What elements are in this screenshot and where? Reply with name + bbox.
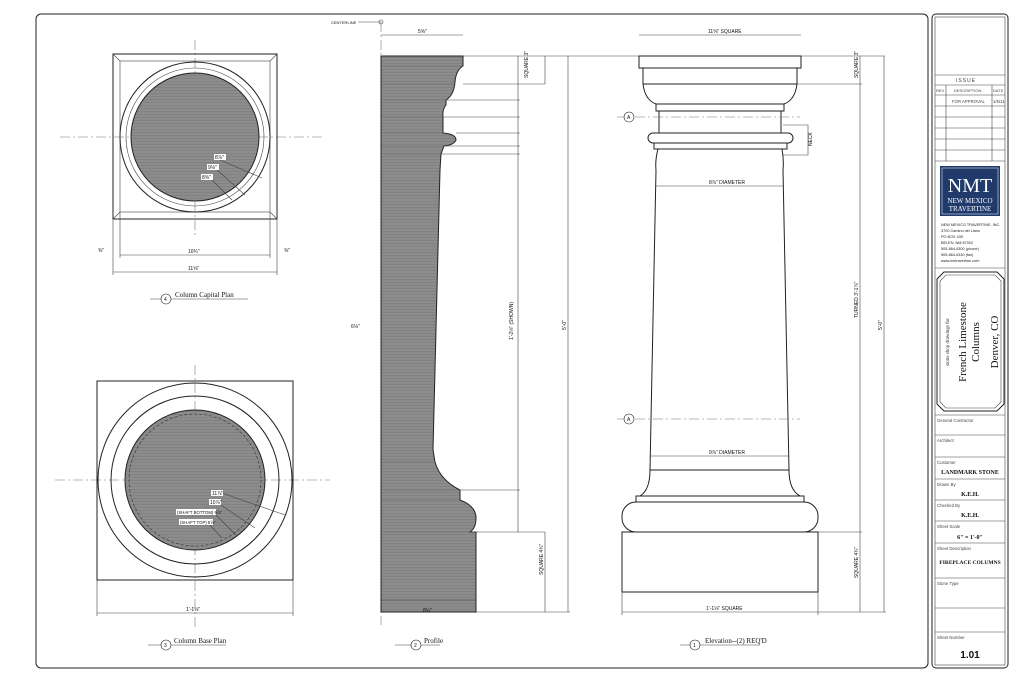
- elevation-dim: 11⅝" SQUARE: [708, 29, 742, 35]
- elevation-dim: SQUARE 4¾": [854, 547, 860, 578]
- capital-dim: 10¾": [188, 249, 200, 255]
- profile-dim: 6⅛": [351, 324, 360, 330]
- field-value-checked-by: K.E.H.: [961, 513, 979, 519]
- base-callout: (SHAFT BOTTOM) 9⅞": [177, 510, 223, 515]
- company-line: www.nmtravertine.com: [941, 259, 979, 263]
- field-label-sheet-scale: Sheet Scale: [937, 524, 961, 529]
- field-value-sheet-description: FIREPLACE COLUMNS: [939, 560, 1000, 566]
- profile-dim: 1'-2⅛" (SHOWN): [509, 302, 515, 340]
- profile-dim: 5⅝": [418, 29, 427, 35]
- sheet-number-label: Sheet Number: [937, 635, 965, 640]
- project-name-line1: French Limestone: [957, 302, 969, 382]
- company-line: 505-864-6330 (fax): [941, 253, 974, 257]
- elevation-title: Elevation--(2) REQ'D: [705, 637, 767, 645]
- drawing-border: [35, 13, 929, 669]
- profile-dim: 8¼": [423, 608, 432, 614]
- elevation-dim: NECK: [808, 131, 814, 146]
- centerline-label: CENTERLINE: [331, 20, 357, 25]
- profile-number: 2: [414, 643, 417, 649]
- column-capital-plan: 8⅞" 9⅛" 8⅝" 10¾" 11⅝" ⅜" ⅜" 4 Column Cap…: [60, 40, 325, 305]
- column-elevation: 11⅝" SQUARE 8⅞" DIAMETER 9⅞" DIAMETER 1'…: [617, 29, 886, 651]
- profile-title: Profile: [424, 637, 443, 645]
- issue-row-date: 1/5/11: [993, 99, 1005, 104]
- base-plan-title: Column Base Plan: [174, 637, 227, 645]
- field-label-general-contractor: General Contractor: [937, 418, 974, 423]
- elevation-dim: 1'-1⅛" SQUARE: [706, 606, 743, 612]
- company-line: PO BOX 439: [941, 235, 963, 239]
- company-line: 505-864-6300 (phone): [941, 247, 980, 251]
- logo-line2: TRAVERTINE: [949, 205, 992, 213]
- field-label-architect: Architect: [937, 438, 955, 443]
- capital-callout: 8⅞": [215, 155, 224, 161]
- base-callout: 11⅞": [212, 491, 223, 497]
- company-line: 3700 Camino del Llano: [941, 229, 980, 233]
- capital-callout: 8⅝": [202, 175, 211, 181]
- base-dim: 1'-1⅛": [186, 607, 200, 613]
- issue-col-description: DESCRIPTION: [954, 88, 981, 93]
- project-location: Denver, CO: [989, 316, 1001, 369]
- base-plan-number: 3: [164, 643, 167, 649]
- base-callout: (SHAFT TOP) 8⅞": [180, 520, 216, 525]
- capital-callout: 9⅛": [208, 165, 217, 171]
- field-value-customer: LANDMARK STONE: [941, 470, 999, 476]
- section-marker: A: [627, 115, 631, 121]
- elevation-dim: SQUARE 3": [854, 51, 860, 78]
- company-line: NEW MEXICO TRAVERTINE, INC.: [941, 223, 1000, 227]
- capital-plan-number: 4: [164, 297, 167, 303]
- project-subtitle: stone shop drawings for: [946, 318, 951, 366]
- elevation-dim: 5'-0": [878, 320, 884, 330]
- sheet-number: 1.01: [960, 650, 980, 661]
- elevation-number: 1: [693, 643, 696, 649]
- elevation-dim: 9⅞" DIAMETER: [709, 450, 745, 456]
- logo-line1: NEW MEXICO: [947, 197, 992, 205]
- elevation-dim: 8⅞" DIAMETER: [709, 180, 745, 186]
- logo-mark: NMT: [948, 175, 992, 197]
- field-value-sheet-scale: 6" = 1'-0": [957, 535, 983, 541]
- issue-row-description: FOR APPROVAL: [952, 99, 985, 104]
- elevation-dim: TURNED 3'-1⅞": [854, 281, 860, 318]
- capital-dim: 11⅝": [188, 266, 199, 272]
- nmt-logo: [940, 166, 1000, 216]
- capital-dim: ⅜": [98, 248, 104, 254]
- field-value-drawn-by: K.E.H.: [961, 492, 979, 498]
- field-label-checked-by: Checked By: [937, 503, 961, 508]
- base-callout: 10⅞": [210, 500, 222, 506]
- column-base-plan: 11⅞" 10⅞" (SHAFT BOTTOM) 9⅞" (SHAFT TOP)…: [55, 365, 330, 651]
- profile-dim: SQUARE 4¾": [539, 544, 545, 575]
- profile-dim: 5'-0": [562, 320, 568, 330]
- field-label-customer: Customer: [937, 460, 956, 465]
- issue-label: ISSUE: [956, 78, 976, 84]
- column-profile: CENTERLINE 5⅝" SQUARE 3" 1'-2⅛" (SHOWN) …: [331, 19, 645, 651]
- capital-plan-title: Column Capital Plan: [175, 291, 234, 299]
- title-block: ISSUE REV DESCRIPTION DATE FOR APPROVAL …: [931, 13, 1009, 669]
- issue-col-rev: REV: [936, 88, 945, 93]
- field-label-sheet-description: Sheet Description: [937, 546, 972, 551]
- field-label-stone-type: Stone Type: [937, 581, 959, 586]
- issue-col-date: DATE: [993, 88, 1004, 93]
- project-name-line2: Columns: [970, 322, 982, 362]
- section-marker: A: [627, 417, 631, 423]
- profile-dim: SQUARE 3": [524, 51, 530, 78]
- company-line: BELEN, NM 87002: [941, 241, 973, 245]
- field-label-drawn-by: Drawn By: [937, 482, 956, 487]
- capital-dim: ⅜": [284, 248, 290, 254]
